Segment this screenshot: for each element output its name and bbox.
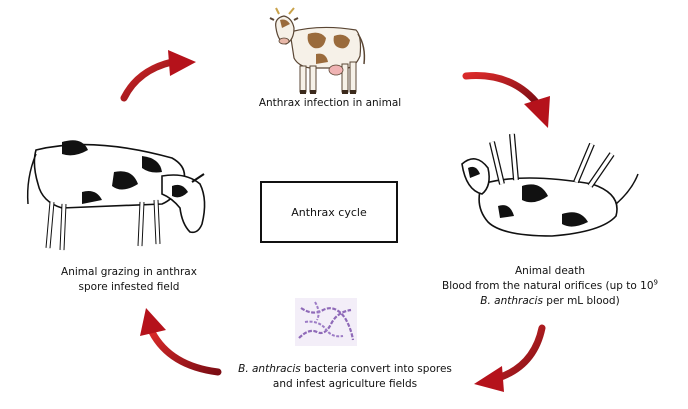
death-label: Animal death Blood from the natural orif… [430, 264, 670, 309]
arrow-death-to-spores [474, 324, 546, 392]
infection-text: Anthrax infection in animal [258, 97, 402, 109]
standing-cow-icon [269, 7, 366, 94]
arrow-infection-to-death [462, 72, 550, 128]
infection-label: Anthrax infection in animal [220, 96, 440, 111]
spores-line1-rest: bacteria convert into spores [300, 363, 452, 375]
cycle-center-label: Anthrax cycle [291, 205, 367, 219]
spores-italic-species: B. anthracis [238, 363, 301, 375]
spores-label: B. anthracis bacteria convert into spore… [200, 362, 490, 392]
grazing-label: Animal grazing in anthrax spore infested… [44, 265, 214, 295]
spores-line1: B. anthracis bacteria convert into spore… [200, 362, 490, 377]
bacteria-micrograph-icon [295, 298, 357, 346]
arrow-grazing-to-infection [120, 50, 196, 102]
death-line3-rest: per mL blood) [542, 295, 620, 307]
dead-cow-icon [461, 133, 639, 237]
death-title: Animal death [514, 265, 585, 277]
death-line2: Blood from the natural orifices (up to 1… [430, 279, 670, 294]
grazing-cow-icon [26, 140, 206, 251]
death-line2-text: Blood from the natural orifices (up to 1… [442, 280, 654, 292]
death-italic-species: B. anthracis [480, 295, 543, 307]
grazing-line1: Animal grazing in anthrax [61, 266, 197, 278]
grazing-line2: spore infested field [78, 281, 180, 293]
cycle-center-box: Anthrax cycle [260, 181, 398, 243]
death-exponent: 9 [653, 278, 658, 287]
death-line3: B. anthracis per mL blood) [430, 294, 670, 309]
arrow-spores-to-grazing [140, 308, 222, 376]
spores-line2: and infest agriculture fields [272, 378, 418, 390]
